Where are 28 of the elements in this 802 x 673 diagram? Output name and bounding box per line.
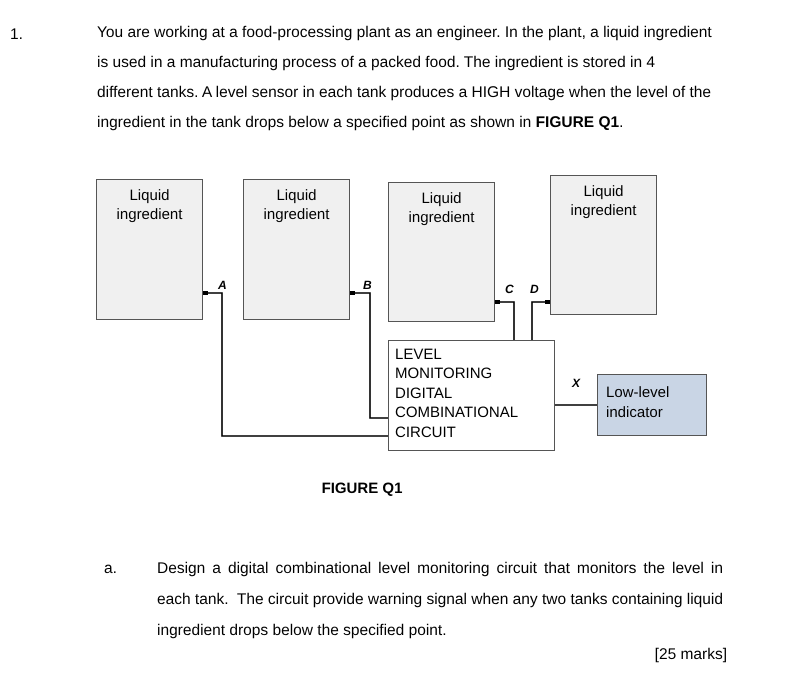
tank-box: [550, 175, 657, 315]
wire: [202, 291, 388, 437]
box-label: LEVEL MONITORING DIGITAL COMBINATIONAL CIRCUIT: [395, 345, 519, 442]
tank-box: [243, 179, 350, 320]
part-letter: a.: [104, 559, 118, 579]
question-number: 1.: [10, 25, 24, 45]
wire: [555, 404, 597, 406]
figure-caption: FIGURE Q1: [320, 480, 404, 497]
wire: [531, 300, 551, 340]
circuit-box: [388, 340, 555, 451]
wire: [349, 291, 388, 419]
signal-label: C: [505, 282, 514, 296]
wire: [494, 300, 515, 340]
signal-label: B: [363, 278, 372, 292]
tank-box: [388, 182, 495, 322]
box-label: Liquid ingredient: [570, 182, 638, 220]
signal-label: X: [572, 376, 580, 390]
signal-label: A: [218, 278, 227, 292]
box-label: Low-level indicator: [606, 383, 670, 423]
signal-label: D: [530, 282, 539, 296]
indicator-box: [597, 374, 707, 436]
part-text: Design a digital combinational level monitoring circuit that monitors the level in each tank. The circuit provide warning signal when any two tanks containing liquid ingredient drops below the specified point.: [157, 559, 723, 641]
box-label: Liquid ingredient: [408, 189, 476, 227]
marks-note: [25 marks]: [654, 645, 727, 665]
box-label: Liquid ingredient: [262, 186, 330, 224]
question-text: You are working at a food-processing plant as an engineer. In the plant, a liquid ingredient is used in a manufacturing process of a packed food. The ingredient is stored in 4 different tanks. A level sensor in each tank produces a HIGH voltage when the level of the ingredient in the tank drops below a specified point as shown in FIGURE Q1.: [97, 23, 713, 133]
tank-box: [96, 179, 203, 320]
box-label: Liquid ingredient: [116, 186, 184, 224]
